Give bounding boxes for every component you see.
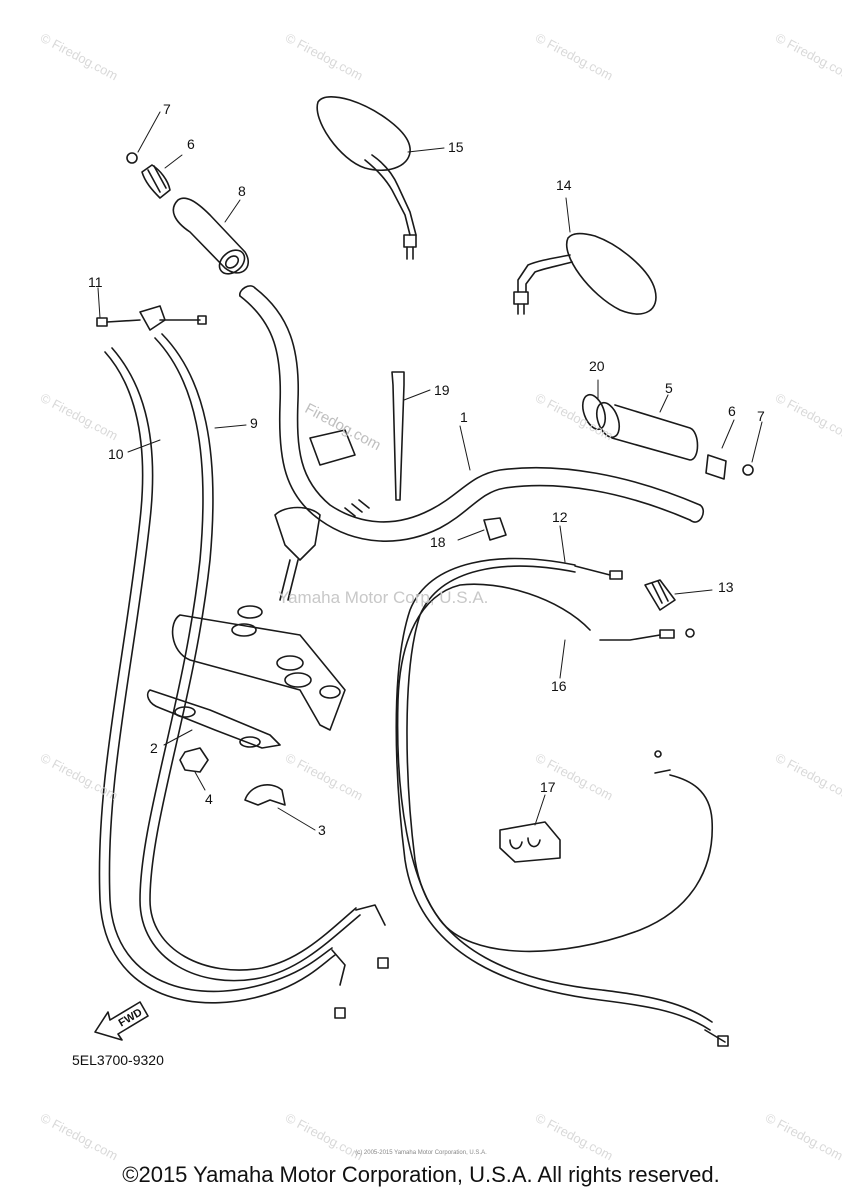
center-watermark: Yamaha Motor Corp, U.S.A.: [278, 588, 489, 607]
callout-8: 8: [238, 183, 246, 199]
callout-11: 11: [88, 274, 103, 290]
mirror-left: [513, 232, 657, 315]
callout-17: 17: [540, 779, 556, 795]
left-bar-end-weight: [126, 152, 171, 199]
copyright-notice: ©2015 Yamaha Motor Corporation, U.S.A. A…: [122, 1162, 720, 1187]
callout-18: 18: [430, 534, 446, 550]
clutch-cable-12: [395, 557, 729, 1047]
callout-1: 1: [460, 409, 468, 425]
cable-guide-bolt: [96, 305, 207, 331]
left-grip: [172, 197, 249, 275]
nut: [179, 747, 209, 773]
callout-19: 19: [434, 382, 450, 398]
part-code: 5EL3700-9320: [72, 1052, 164, 1068]
cable-tie: [391, 371, 405, 501]
brake-cable-16: [396, 583, 713, 953]
cable-clamp-3: [244, 784, 286, 806]
cable-clip-18: [483, 517, 507, 541]
right-grip-assembly: [581, 393, 754, 480]
callout-6-left: 6: [187, 136, 195, 152]
callout-6-right: 6: [728, 403, 736, 419]
callout-15: 15: [448, 139, 464, 155]
mirror-right: [316, 96, 417, 260]
callout-16: 16: [551, 678, 567, 694]
cable-holder-17: [499, 821, 561, 863]
callout-2: 2: [150, 740, 158, 756]
callout-14: 14: [556, 177, 572, 193]
bracket-plate: [146, 689, 281, 749]
throttle-cable-9: [139, 333, 386, 982]
fine-print: (c) 2005-2015 Yamaha Motor Corporation, …: [355, 1150, 487, 1156]
callout-9: 9: [250, 415, 258, 431]
handlebar-tube: [239, 285, 705, 542]
upper-bracket: [171, 605, 346, 731]
throttle-cable-10: [98, 347, 389, 1019]
callout-3: 3: [318, 822, 326, 838]
callout-7-right: 7: [757, 408, 765, 424]
callout-13: 13: [718, 579, 734, 595]
callout-20: 20: [589, 358, 605, 374]
callout-4: 4: [205, 791, 213, 807]
handlebar-holder: [274, 429, 356, 601]
callout-10: 10: [108, 446, 124, 462]
callout-12: 12: [552, 509, 568, 525]
cable-adjuster: [644, 579, 676, 611]
callout-5: 5: [665, 380, 673, 396]
callout-7-left: 7: [163, 101, 171, 117]
fwd-arrow: [94, 1001, 149, 1041]
leader-lines: [97, 111, 763, 831]
